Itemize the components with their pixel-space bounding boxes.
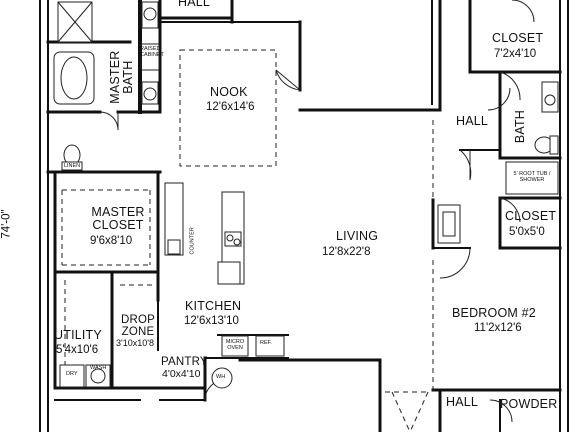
closet-top-right-label: CLOSET — [492, 31, 544, 45]
counter-tag: COUNTER — [189, 227, 196, 255]
kitchen-label: KITCHEN — [185, 299, 242, 313]
right-bath-fixtures — [437, 81, 559, 244]
door-swings — [99, 0, 535, 423]
nook-size: 12'6x14'6 — [206, 101, 255, 113]
master-bath-label: MASTER BATH — [107, 50, 135, 104]
washer-tag: WASH — [90, 365, 107, 371]
utility-label: UTILITY — [54, 328, 102, 342]
hall-top-label: HALL — [178, 0, 211, 9]
bedroom2-label: BEDROOM #2 — [452, 306, 536, 320]
master-closet-size: 9'6x8'10 — [90, 235, 133, 247]
nook-label: NOOK — [210, 85, 248, 99]
tub-tag: 5' ROOT TUB / SHOWER — [513, 171, 551, 183]
living-label: LIVING — [336, 229, 379, 243]
closet-right-size: 5'0x5'0 — [509, 226, 545, 238]
overall-dimension: 74'-0" — [0, 209, 13, 239]
hall-right-label: HALL — [456, 114, 489, 128]
master-closet-label: MASTER CLOSET — [91, 205, 145, 233]
closet-top-right-size: 7'2x4'10 — [494, 48, 537, 60]
interior-walls — [46, 0, 562, 432]
bedroom2-size: 11'2x12'6 — [474, 322, 522, 334]
drop-zone-size: 3'10x10'8 — [116, 338, 154, 348]
kitchen-size: 12'6x13'10 — [184, 315, 239, 327]
dryer-tag: DRY — [66, 371, 78, 377]
linen-label: LINEN — [63, 163, 81, 169]
kitchen-fixtures — [164, 182, 285, 389]
hall-bottom-label: HALL — [446, 395, 479, 409]
dashed-soffit-lines — [61, 49, 434, 432]
pantry-label: PANTRY — [161, 356, 208, 368]
raised-cabinet-label: RAISED CABINET — [140, 46, 164, 58]
water-heater-tag: WH — [216, 374, 226, 380]
pantry-size: 4'0x4'10 — [162, 368, 201, 380]
bath-label: BATH — [513, 109, 528, 144]
fridge-tag: REF. — [260, 340, 272, 346]
master-bath-fixtures — [53, 1, 159, 171]
closet-right-label: CLOSET — [505, 209, 557, 223]
drop-zone-label: DROP ZONE — [120, 314, 156, 339]
microwave-tag: MICRO OVEN — [225, 339, 245, 351]
utility-fixtures — [59, 364, 111, 388]
powder-label: POWDER — [500, 397, 558, 411]
living-size: 12'8x22'8 — [322, 246, 371, 258]
utility-size: 5'4x10'6 — [56, 344, 99, 356]
